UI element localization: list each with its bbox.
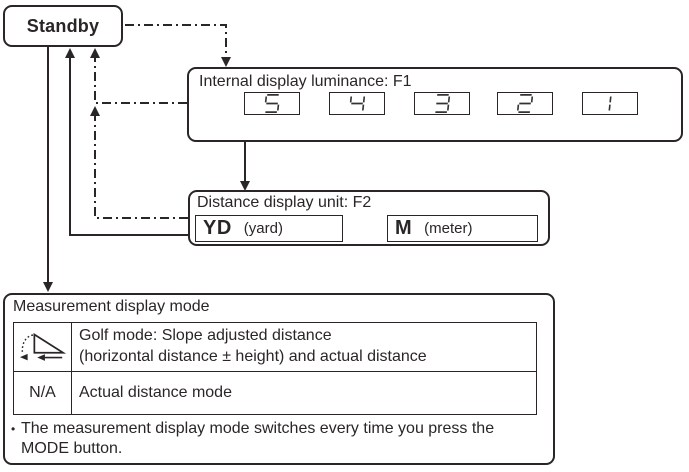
na-label: N/A [29, 384, 56, 401]
golf-mode-line2: (horizontal distance ± height) and actua… [79, 348, 427, 365]
luminance-level-2 [497, 92, 553, 115]
note-bullet: • [11, 422, 16, 436]
actual-mode-description: Actual distance mode [79, 383, 232, 401]
mode-table: Golf mode: Slope adjusted distance (hori… [13, 322, 537, 415]
standby-box: Standby [3, 5, 123, 47]
yard-abbr: YD [203, 217, 232, 239]
mode-note: • The measurement display mode switches … [11, 419, 516, 458]
golf-mode-line1: Golf mode: Slope adjusted distance [79, 327, 332, 345]
unit-box: Distance display unit: F2 YD (yard) M (m… [188, 190, 550, 246]
golf-mode-symbol-cell [14, 323, 72, 372]
luminance-box: Internal display luminance: F1 [187, 67, 683, 142]
note-text: The measurement display mode switches ev… [21, 420, 495, 457]
luminance-level-5 [244, 92, 300, 115]
meter-abbr: M [395, 217, 413, 239]
luminance-level-1 [582, 92, 638, 115]
meter-option: M (meter) [387, 215, 538, 242]
golf-mode-description: Golf mode: Slope adjusted distance (hori… [72, 323, 536, 372]
yard-option: YD (yard) [195, 215, 343, 242]
unit-title: Distance display unit: F2 [197, 194, 372, 211]
measurement-box: Measurement display mode Golf mode: Slop… [3, 293, 555, 465]
golf-slope-icon [19, 332, 66, 361]
standby-label: Standby [26, 15, 100, 36]
actual-mode-symbol-cell: N/A [14, 372, 72, 414]
measurement-title: Measurement display mode [13, 298, 210, 315]
luminance-level-4 [329, 92, 385, 115]
meter-name: (meter) [424, 220, 473, 237]
luminance-title: Internal display luminance: F1 [199, 73, 412, 90]
yard-name: (yard) [243, 220, 283, 237]
luminance-level-3 [414, 92, 470, 115]
